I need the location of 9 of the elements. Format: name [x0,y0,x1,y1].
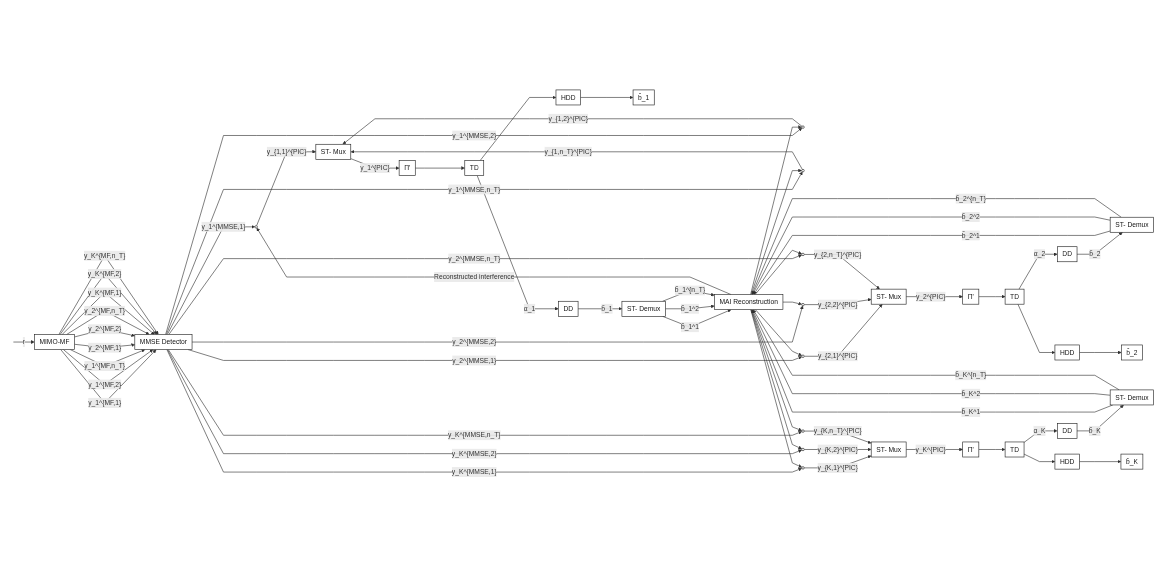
node-circle [801,125,805,129]
node-circle [801,252,805,256]
node-circle [254,225,258,229]
node-circle [801,169,805,173]
node-circle [801,354,805,358]
node-circle [801,466,805,470]
node-circle [801,303,805,307]
node-circle [801,447,805,452]
node-circle [801,429,805,433]
